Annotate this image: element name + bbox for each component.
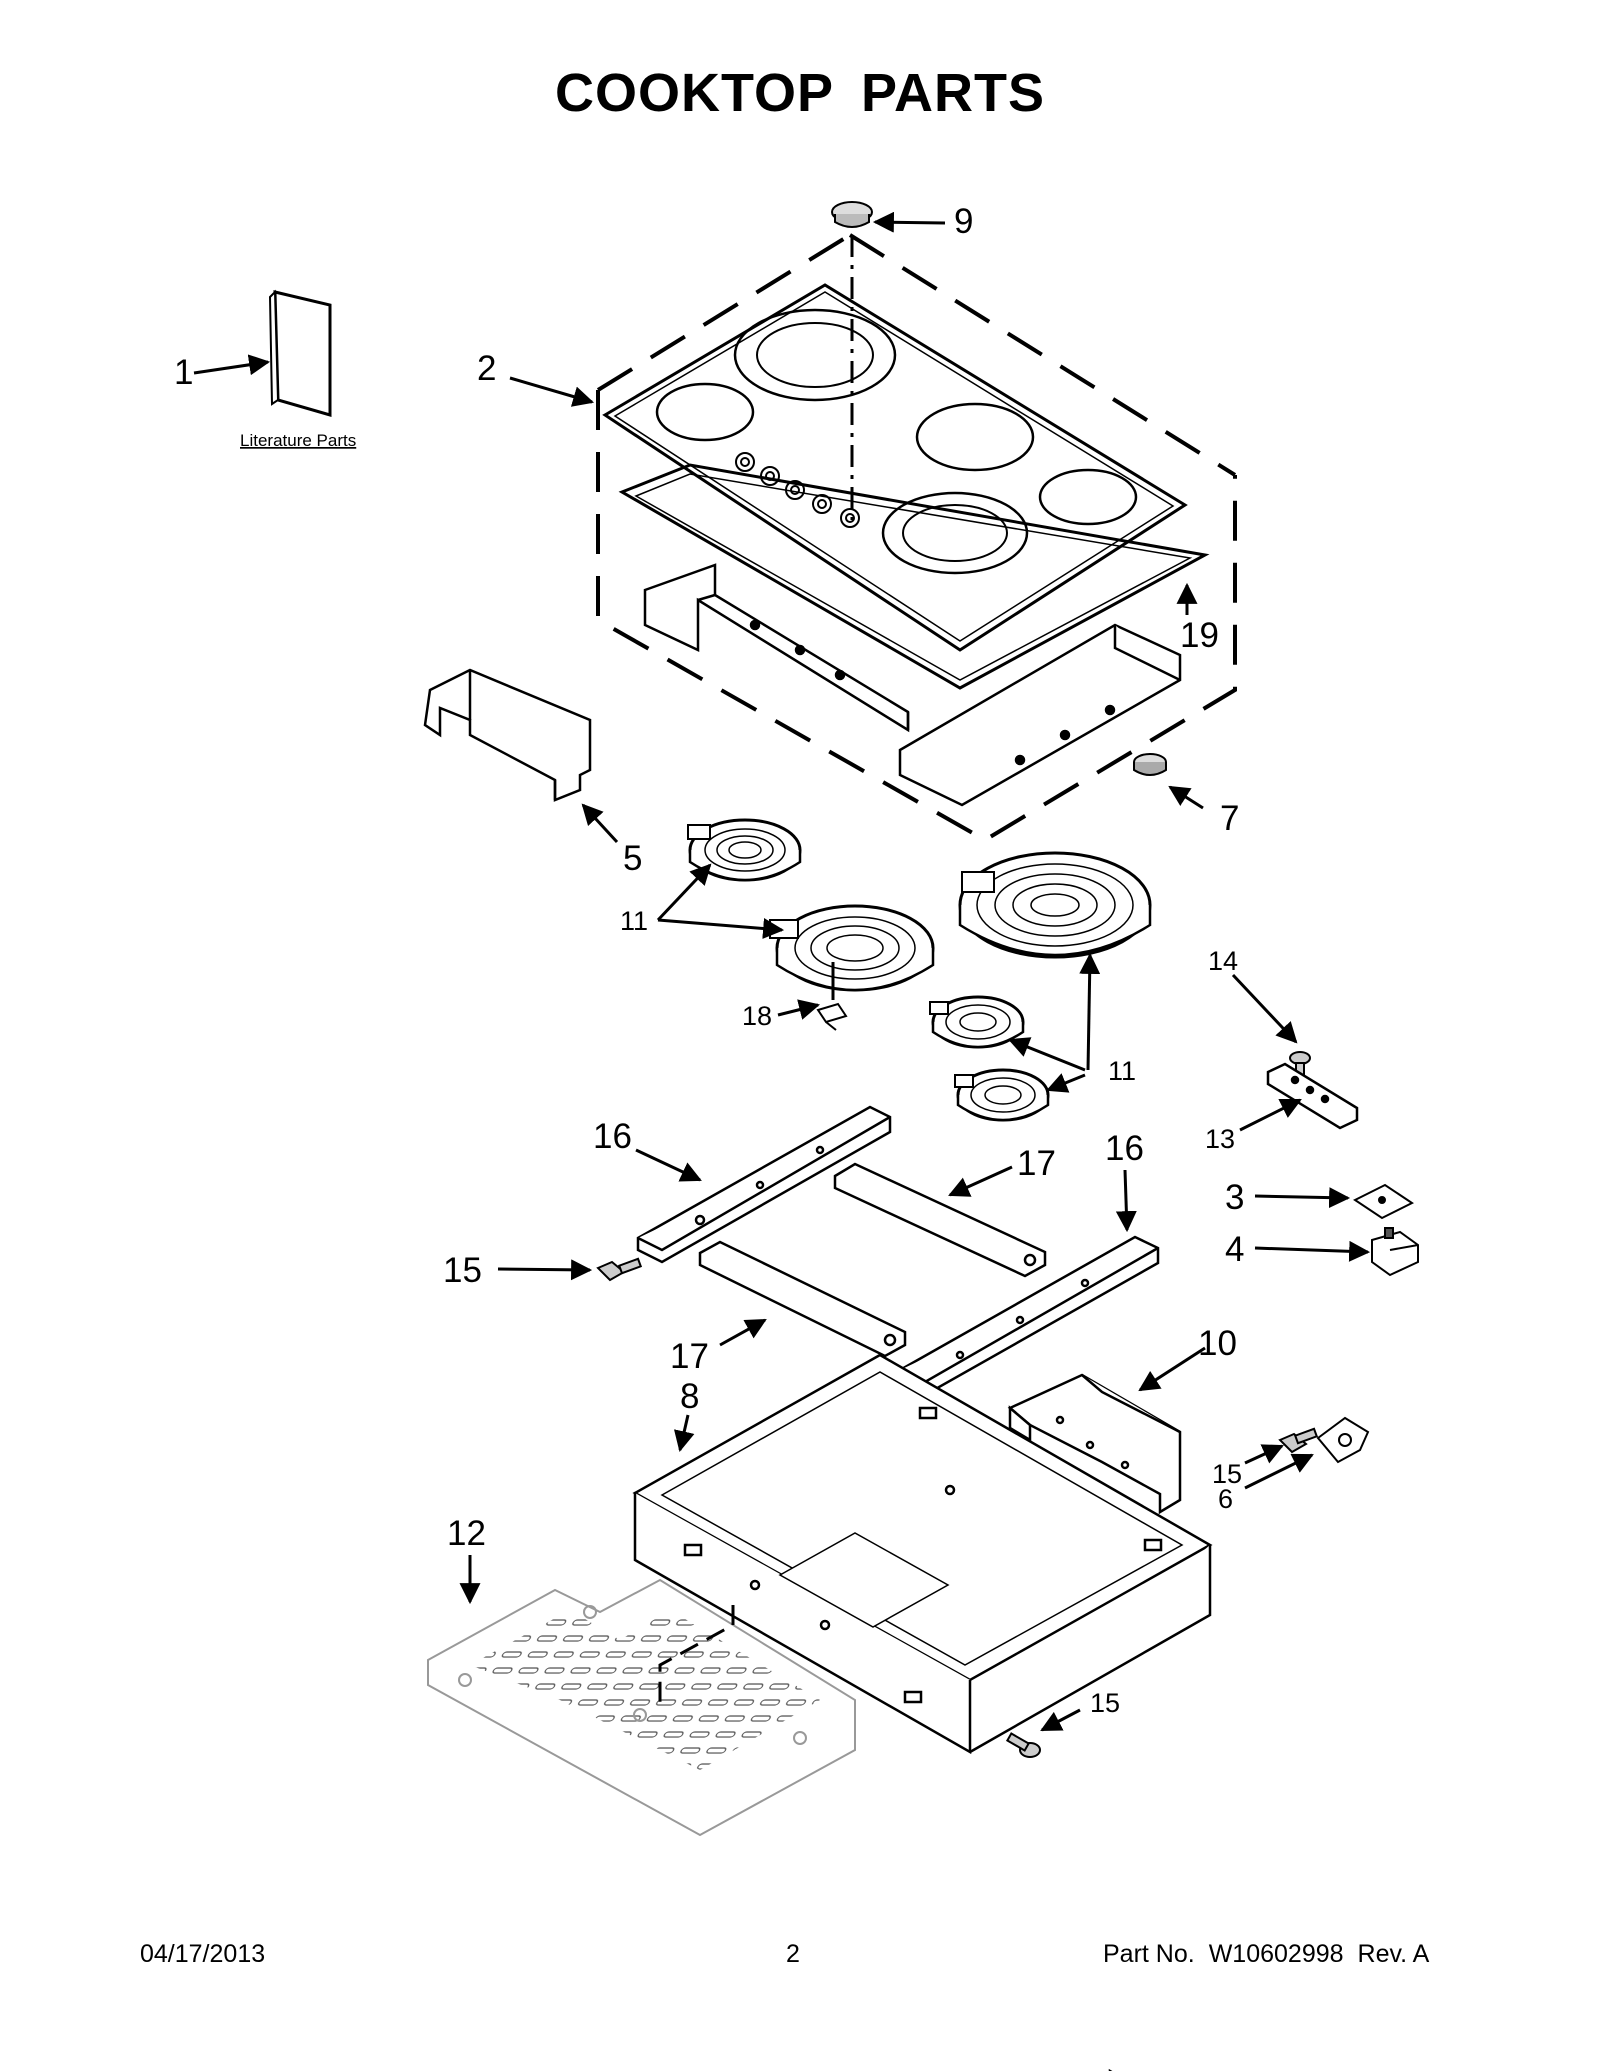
literature-parts-booklet xyxy=(268,289,332,417)
callout-16-right: 16 xyxy=(1105,1129,1144,1168)
burner-ring-large xyxy=(733,308,897,402)
screw-15-right xyxy=(1278,1427,1319,1454)
callout-6: 6 xyxy=(1218,1484,1233,1514)
callout-3: 3 xyxy=(1225,1178,1244,1217)
callout-8: 8 xyxy=(680,1377,699,1416)
footer-part-number: Part No. W10602998 Rev. A xyxy=(1103,1940,1443,1969)
callout-4: 4 xyxy=(1225,1230,1244,1269)
callout-10: 10 xyxy=(1198,1324,1237,1363)
callout-15-bottom: 15 xyxy=(1090,1688,1120,1718)
callout-17-top: 17 xyxy=(1017,1144,1056,1183)
footer-page-number: 2 xyxy=(786,1940,800,1968)
screw-15-bottom xyxy=(1005,1732,1041,1758)
heating-element-small-top xyxy=(687,818,802,882)
callout-7: 7 xyxy=(1220,799,1239,838)
burner-ring-left xyxy=(655,382,755,442)
callout-12: 12 xyxy=(447,1514,486,1553)
callout-11-right: 11 xyxy=(1108,1056,1136,1086)
callout-18: 18 xyxy=(742,1001,772,1031)
switch-bracket xyxy=(1266,1062,1359,1130)
part-label: Part No. xyxy=(1103,1940,1195,1968)
bottom-vent-plate xyxy=(427,1578,856,1837)
callout-19: 19 xyxy=(1180,616,1219,655)
part-number: W10602998 xyxy=(1208,1940,1344,1968)
heating-element-medium-left xyxy=(769,904,935,992)
heating-element-large-right xyxy=(958,851,1152,959)
rail-16-left xyxy=(636,1105,892,1264)
cooktop-gasket xyxy=(618,463,1210,690)
terminal-block-box xyxy=(1007,1373,1182,2071)
heating-element-small-bottom xyxy=(954,1068,1050,1122)
mounting-bracket xyxy=(423,668,592,802)
callout-2: 2 xyxy=(477,349,496,388)
heating-element-small-center xyxy=(929,995,1025,1049)
grommet xyxy=(1133,753,1167,776)
burner-ring-far-right xyxy=(1038,468,1138,526)
callout-17-bottom: 17 xyxy=(670,1337,709,1376)
element-support-rails xyxy=(636,1105,1160,1397)
switch-insulator xyxy=(1353,1183,1414,1220)
control-knob xyxy=(831,201,873,228)
screw-15-left xyxy=(596,1257,643,1282)
callout-14: 14 xyxy=(1208,946,1238,976)
callout-9: 9 xyxy=(954,202,973,241)
callout-11-left: 11 xyxy=(620,906,648,936)
support-17-bottom xyxy=(698,1240,907,1358)
glass-cooktop xyxy=(602,283,1188,652)
footer-date: 04/17/2013 xyxy=(140,1940,266,1968)
burner-ring-right xyxy=(915,402,1035,472)
callout-16-left: 16 xyxy=(593,1117,632,1156)
callout-numbers: 1 2 3 4 5 6 7 8 9 10 11 11 12 13 14 15 1… xyxy=(174,202,1244,1718)
callout-1: 1 xyxy=(174,353,193,392)
literature-parts-label: Literature Parts xyxy=(240,431,356,450)
element-clip xyxy=(816,962,848,1031)
cooktop-base-box xyxy=(632,1353,1213,1755)
terminal-block xyxy=(1316,1416,1370,1464)
callout-leaders xyxy=(193,211,1371,1732)
callout-13: 13 xyxy=(1205,1124,1235,1154)
page-title: COOKTOP PARTS xyxy=(554,63,1046,123)
infinite-switch xyxy=(1371,1227,1419,1277)
support-17-top xyxy=(833,1162,1047,1278)
callout-5: 5 xyxy=(623,839,642,878)
callout-15-right: 15 xyxy=(1212,1459,1242,1489)
callout-15-left: 15 xyxy=(443,1251,482,1290)
cooktop-frame xyxy=(643,563,1182,807)
revision: Rev. A xyxy=(1357,1940,1430,1968)
heating-elements xyxy=(687,818,1152,1122)
burner-ring-front xyxy=(881,491,1029,575)
cooktop-assembly-outline xyxy=(596,233,1237,843)
